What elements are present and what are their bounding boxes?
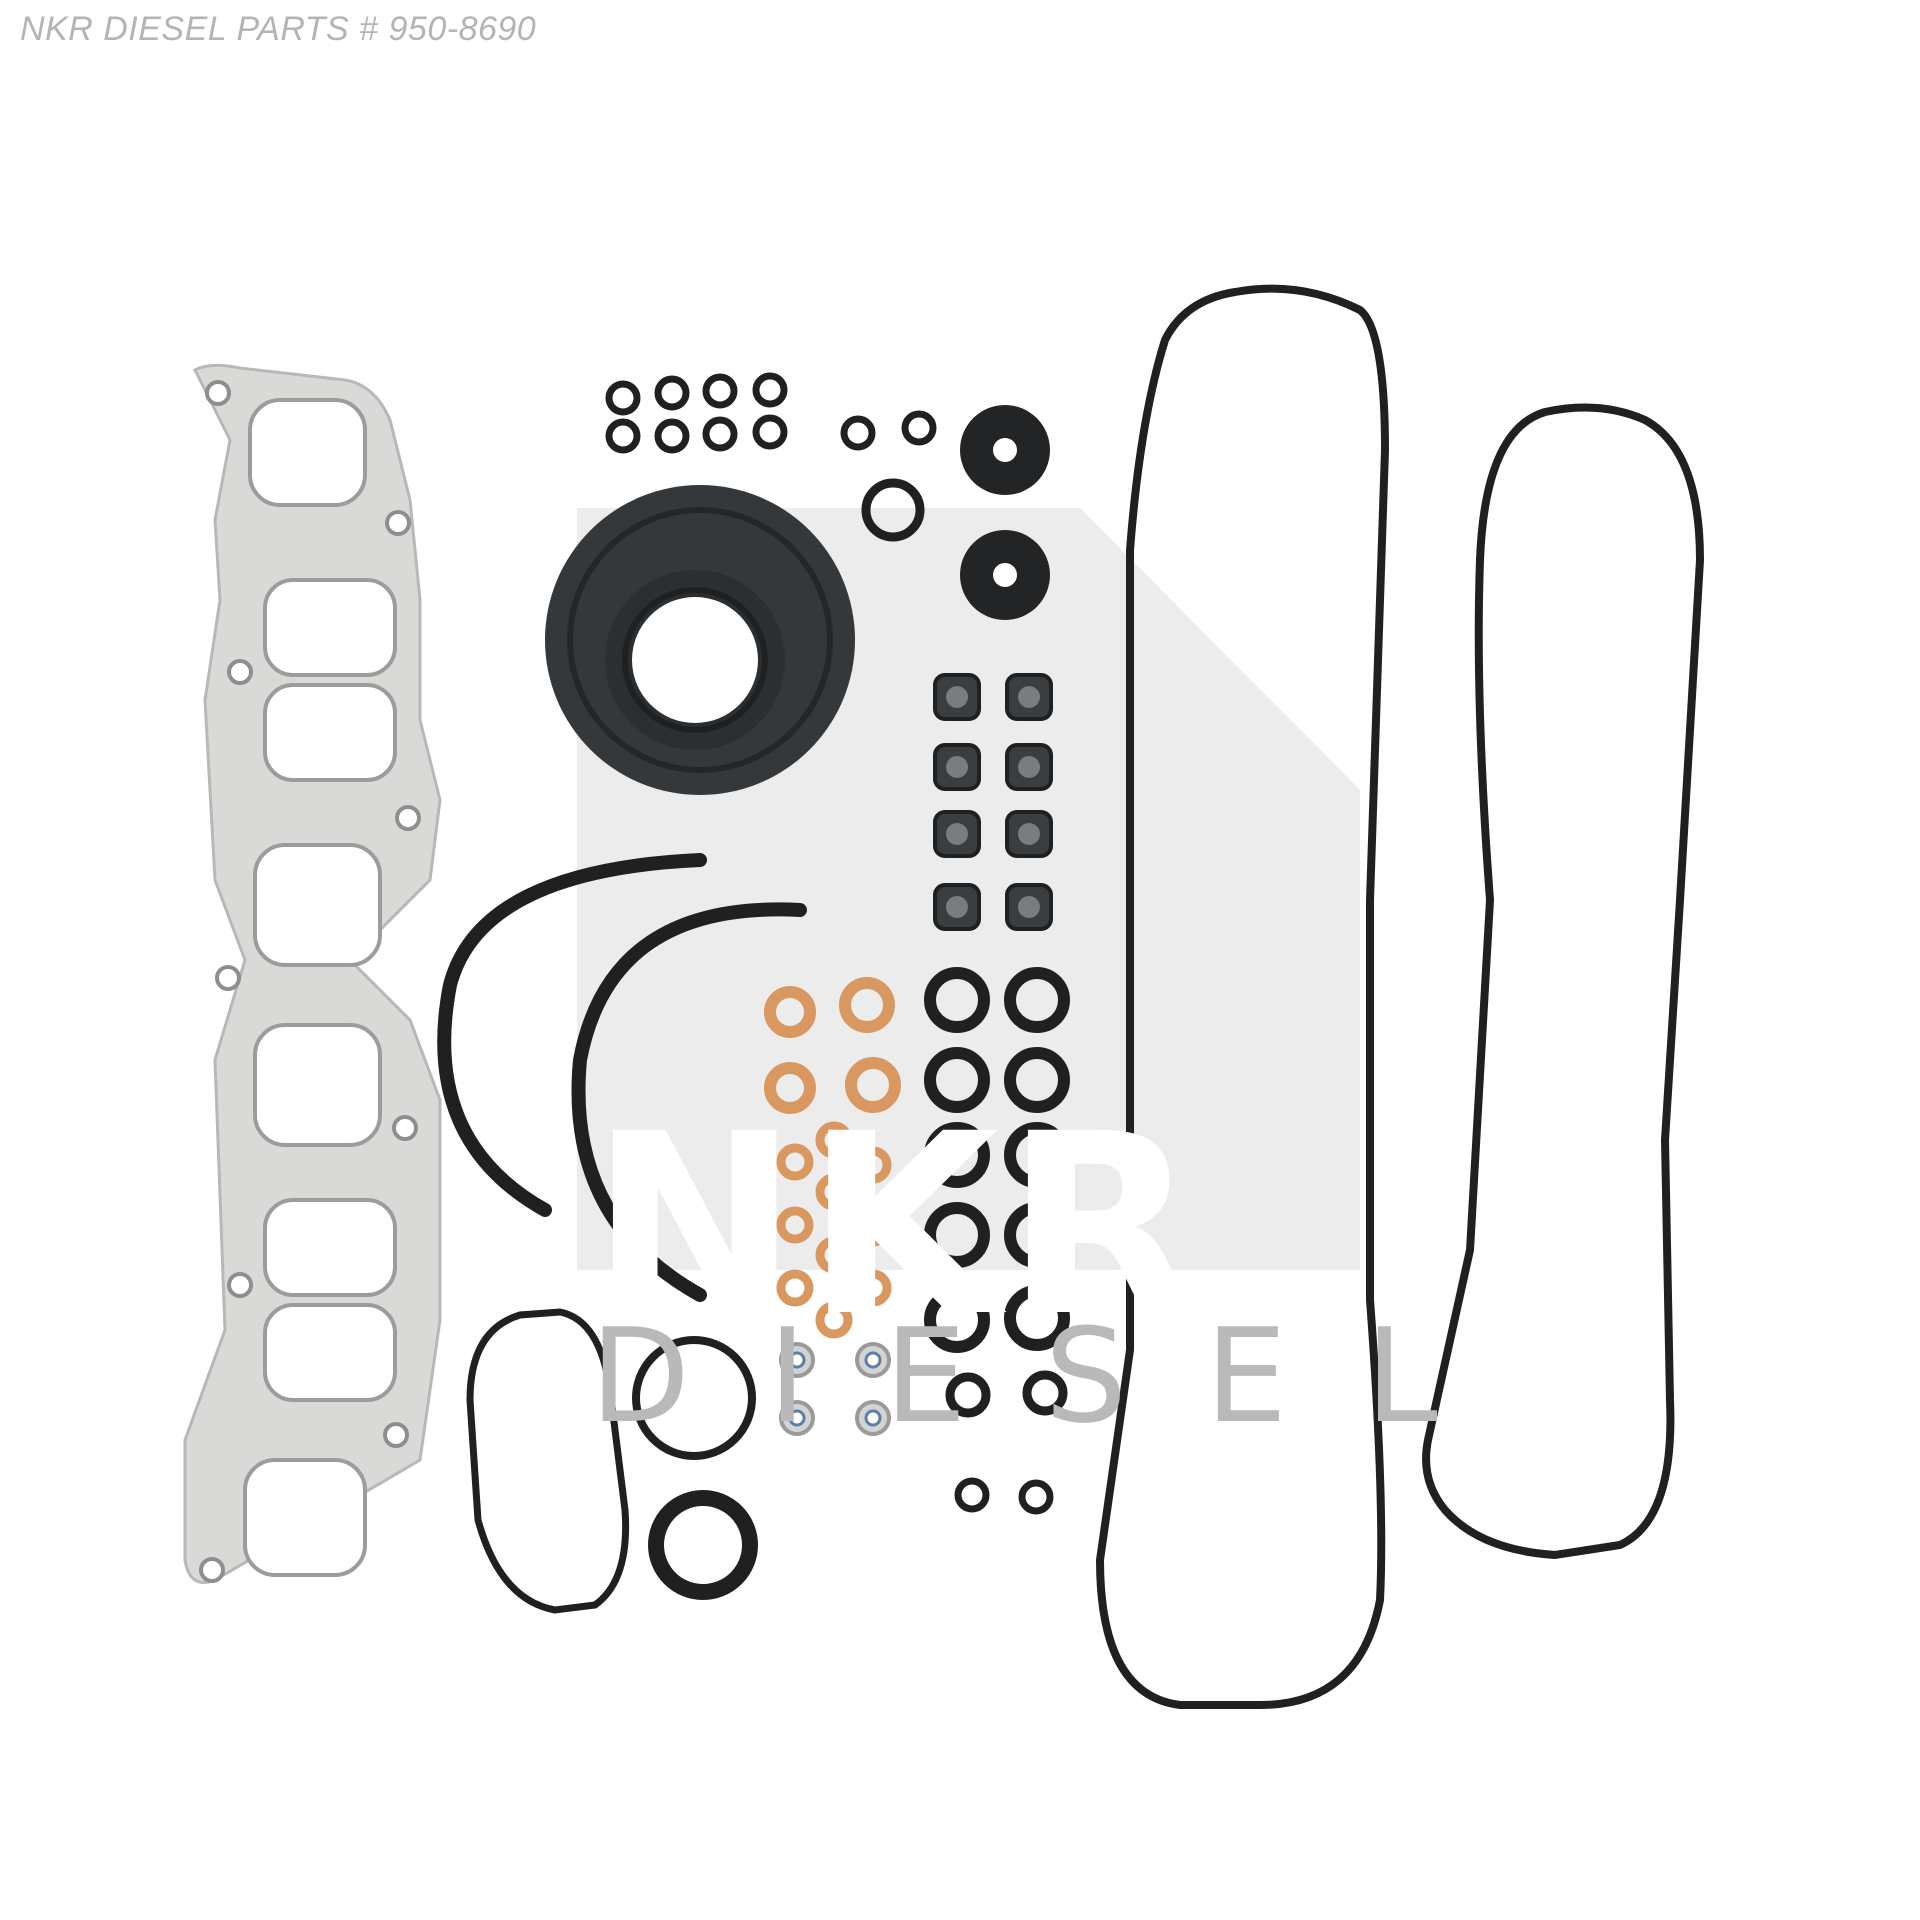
rocker-cover-gaskets — [1095, 284, 1705, 1709]
product-caption: NKR DIESEL PARTS # 950-8690 — [20, 10, 537, 48]
oil-cooler-gaskets — [466, 1308, 758, 1614]
grommets — [960, 405, 1050, 620]
manifold-gasket — [183, 363, 442, 1584]
watermark-subbrand: DIESEL — [590, 1300, 1516, 1452]
copper-washers — [764, 977, 901, 1339]
small-o-rings — [605, 372, 937, 542]
steel-washers — [779, 1342, 891, 1436]
injector-o-rings — [924, 967, 1070, 1515]
arc-seals — [437, 853, 807, 1302]
valve-stem-seals — [933, 673, 1053, 931]
crankshaft-seal — [545, 485, 855, 795]
watermark-brand: NKR — [590, 1080, 1204, 1371]
